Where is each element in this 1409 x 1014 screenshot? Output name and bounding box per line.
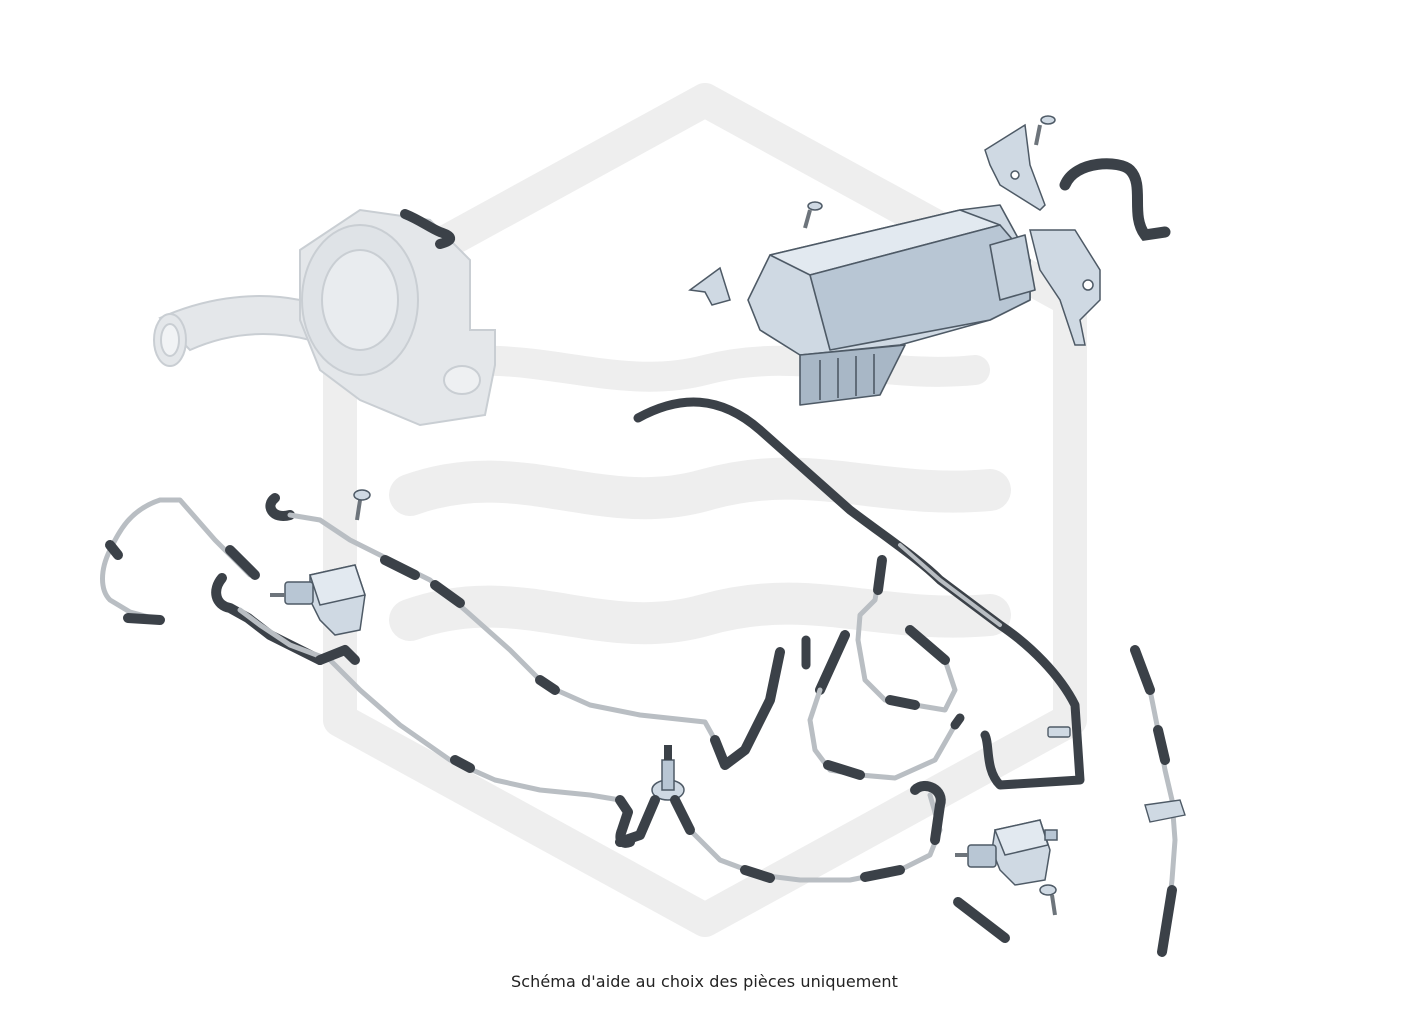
diagram-disclaimer-caption: Schéma d'aide au choix des pièces unique… [510, 972, 899, 991]
lower-short-hose [953, 897, 1010, 943]
left-pipe-assembly [100, 493, 718, 848]
t-piece-damper [651, 745, 685, 801]
bolt-icon [353, 115, 1057, 916]
pipe-clip-right [1047, 726, 1071, 738]
pipe-clip-lower-right [1144, 799, 1186, 823]
small-clip [688, 266, 731, 306]
bracket-upper [984, 123, 1046, 211]
solenoid-valve-left [270, 564, 366, 636]
long-diagonal-pipe [898, 543, 1002, 627]
right-vertical-hose [1130, 645, 1178, 957]
lower-center-hose [615, 781, 946, 883]
canister-housing [747, 204, 1036, 406]
upper-right-hose [1059, 158, 1171, 241]
solenoid-valve-right [955, 819, 1058, 886]
water-pump [153, 208, 496, 427]
pump-hose [400, 209, 456, 249]
center-hose-cluster [710, 555, 965, 781]
bracket-right [1029, 229, 1101, 346]
